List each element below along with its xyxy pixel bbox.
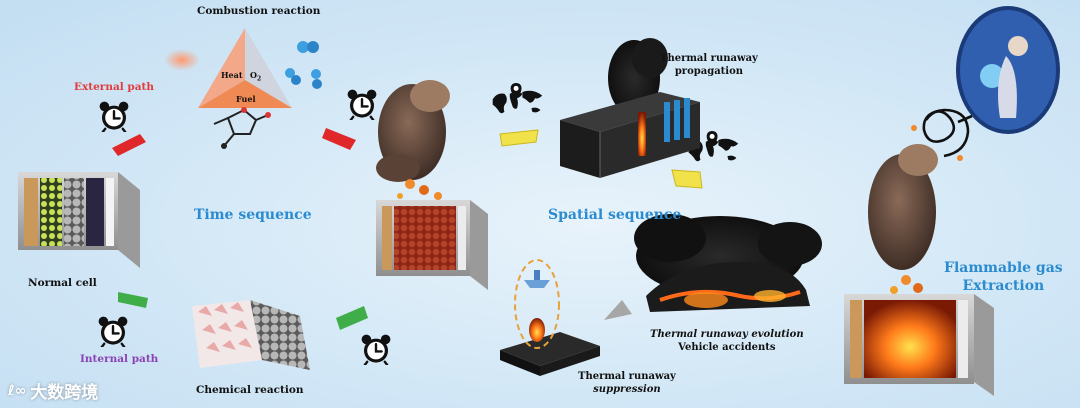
external-path-label: External path: [74, 81, 154, 94]
normal-cell-label: Normal cell: [28, 277, 97, 290]
alarm-clock-icon: [99, 317, 128, 347]
time-sequence-label: Time sequence: [194, 209, 312, 222]
propagation-label: Thermal runaway propagation: [660, 52, 758, 78]
triangle-fuel-label: Fuel: [236, 93, 255, 106]
alarm-clock-icon: [348, 90, 377, 120]
molecule-structure-icon: [214, 107, 271, 149]
combustion-reaction-label: Combustion reaction: [197, 5, 320, 18]
evolution-label: Thermal runaway evolution Vehicle accide…: [650, 328, 804, 354]
flammable-gas-label: Flammable gas Extraction: [944, 259, 1063, 295]
burning-vehicle: [634, 214, 822, 312]
alarm-clock-icon: [100, 102, 129, 132]
spatial-sequence-label: Spatial sequence: [548, 209, 681, 222]
watermark: ℓ∞ 大数跨境: [8, 378, 98, 403]
suppression-arrow-icon: [604, 300, 632, 320]
internal-path-label: Internal path: [80, 353, 158, 366]
chemical-reaction-materials: [192, 300, 310, 370]
normal-cell: [18, 172, 140, 268]
internal-arrow-icon: [118, 292, 148, 308]
suppression-device: [500, 260, 600, 376]
watermark-logo-icon: ℓ∞: [8, 383, 26, 399]
external-arrow-icon: [112, 134, 146, 156]
time-arrow-red-icon: [322, 128, 356, 150]
spatial-arrow-icon: [500, 130, 538, 146]
oxygen-molecules-icon: [285, 41, 322, 89]
triangle-o2-label: O2: [250, 69, 261, 86]
propagation-arrow-icon: [672, 170, 702, 188]
suppression-label: Thermal runaway suppression: [578, 370, 676, 396]
alarm-clock-icon: [362, 335, 391, 365]
world-map-pin-icon: [493, 83, 543, 113]
chemical-reaction-label: Chemical reaction: [196, 384, 304, 397]
character-illustration: [956, 6, 1060, 134]
time-arrow-green-icon: [336, 306, 368, 330]
heat-glow: [164, 49, 200, 71]
burning-cell-middle: [376, 80, 488, 290]
triangle-heat-label: Heat: [221, 69, 243, 82]
